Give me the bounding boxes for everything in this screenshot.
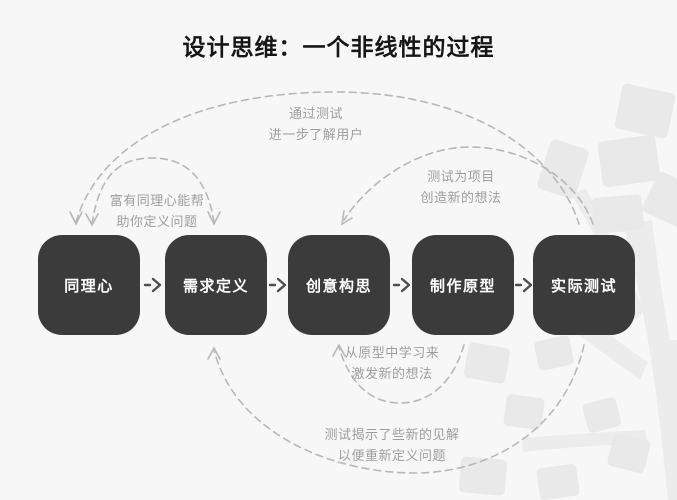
note-test-to-ideate: 测试为项目 创造新的想法	[391, 166, 531, 208]
stage-box-prototype: 制作原型	[412, 235, 514, 335]
stage-box-define: 需求定义	[165, 235, 267, 335]
tree-leaf-shape	[642, 171, 677, 229]
stage-box-empathize: 同理心	[38, 235, 140, 335]
note-line: 通过测试	[288, 106, 343, 121]
stage-label: 需求定义	[182, 277, 249, 295]
note-line: 进一步了解用户	[268, 127, 364, 142]
stage-box-test: 实际测试	[533, 235, 635, 335]
arc-prototype-to-ideate	[332, 343, 465, 404]
tree-leaf-shape	[503, 394, 545, 430]
note-line: 创造新的想法	[420, 190, 502, 205]
flow-arrow-icon	[514, 277, 533, 293]
tree-leaf-shape	[537, 139, 589, 199]
stage-label: 创意构思	[305, 277, 372, 295]
note-line: 激发新的想法	[351, 366, 433, 381]
arrowhead-up-icon	[332, 343, 346, 357]
note-line: 以便重新定义问题	[337, 448, 446, 463]
note-test-to-empathize: 通过测试 进一步了解用户	[236, 103, 396, 145]
arc-empathize-define	[85, 157, 221, 227]
tree-leaf-shape	[614, 83, 676, 139]
stage-label: 同理心	[64, 277, 114, 295]
stage-box-ideate: 创意构思	[288, 235, 390, 335]
tree-watermark-decoration	[458, 83, 677, 500]
tree-leaf-shape	[534, 335, 574, 371]
flow-arrow-icon	[143, 277, 162, 293]
note-line: 助你定义问题	[116, 214, 198, 229]
arc-test-to-define	[207, 344, 585, 474]
arrowhead-down-icon	[85, 213, 99, 227]
tree-trunk-shape	[624, 220, 677, 500]
arrowhead-down-icon	[207, 211, 221, 226]
note-empathize-define: 富有同理心能帮 助你定义问题	[87, 190, 227, 232]
flow-arrow-icon	[392, 277, 411, 293]
arrowhead-down-icon	[69, 211, 83, 226]
note-line: 测试揭示了些新的见解	[324, 427, 460, 442]
arrowhead-down-left-icon	[340, 210, 353, 226]
arc-test-to-ideate	[340, 146, 594, 226]
tree-leaf-shape	[463, 342, 511, 384]
arc-test-to-empathize	[69, 91, 580, 226]
tree-leaf-shape	[597, 134, 661, 188]
tree-leaf-shape	[458, 456, 508, 496]
tree-leaf-shape	[536, 464, 580, 500]
arrowhead-up-icon	[207, 346, 221, 360]
note-line: 富有同理心能帮	[109, 193, 205, 208]
tree-leaf-shape	[607, 432, 651, 474]
page-title: 设计思维：一个非线性的过程	[182, 34, 495, 60]
note-line: 从原型中学习来	[344, 345, 440, 360]
tree-leaf-shape	[582, 397, 622, 433]
note-test-to-define: 测试揭示了些新的见解 以便重新定义问题	[297, 424, 487, 466]
note-prototype-to-ideate: 从原型中学习来 激发新的想法	[317, 342, 467, 384]
flow-arrow-icon	[268, 277, 287, 293]
stage-label: 实际测试	[550, 277, 617, 295]
tree-leaf-shape	[591, 194, 645, 234]
stage-label: 制作原型	[429, 277, 496, 295]
note-line: 测试为项目	[427, 169, 495, 184]
